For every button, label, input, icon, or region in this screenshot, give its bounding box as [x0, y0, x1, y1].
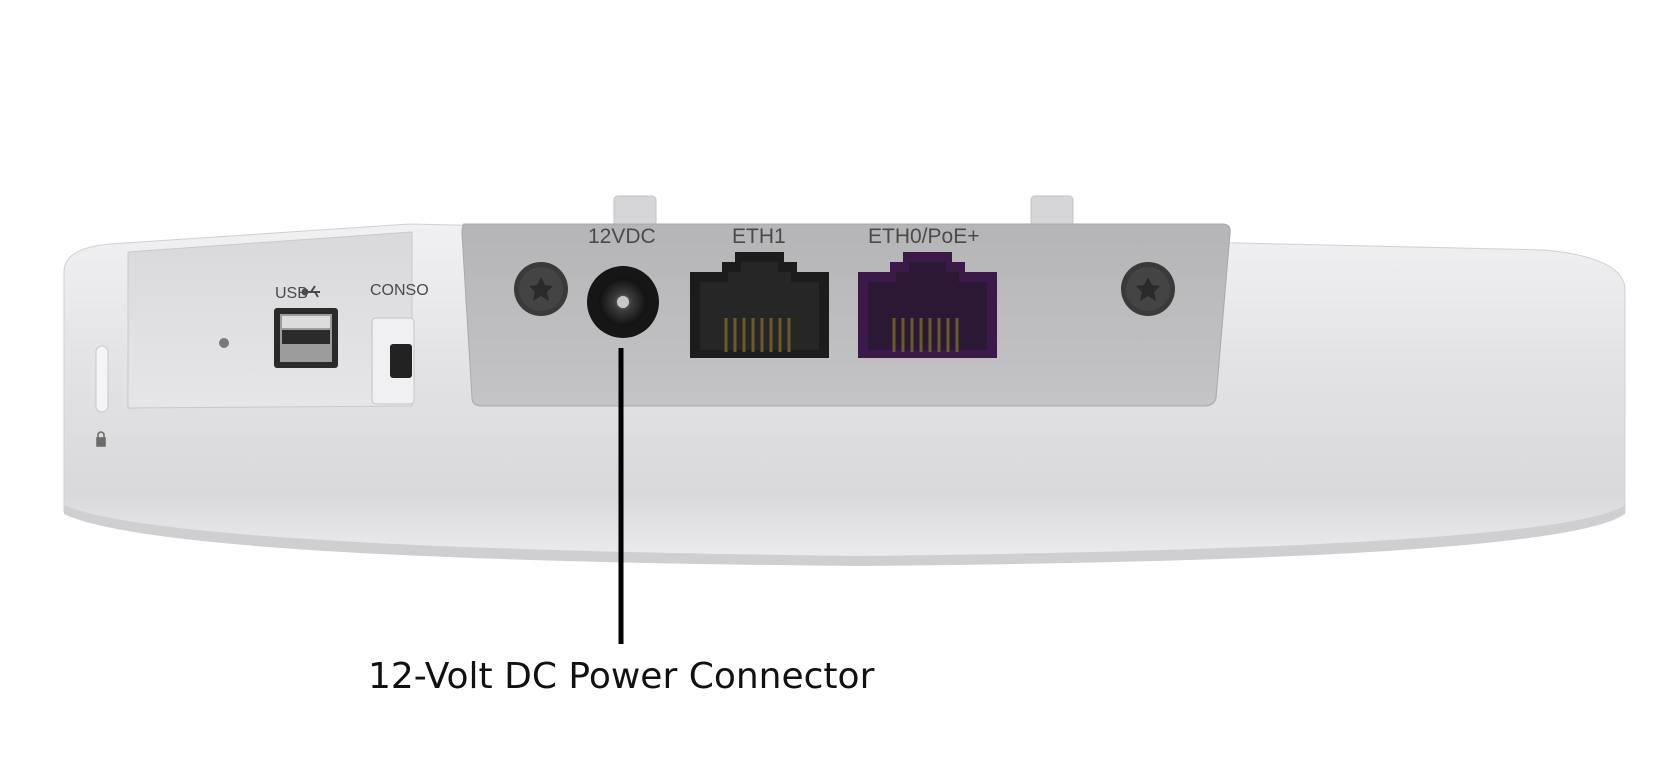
security-slot	[95, 345, 109, 413]
left-port-panel	[127, 231, 413, 409]
dc-power-jack	[587, 266, 659, 338]
eth0-poe-port-label: ETH0/PoE+	[868, 225, 979, 248]
screw-icon	[1121, 262, 1175, 316]
eth0-poe-port	[858, 252, 997, 358]
housing-rim	[64, 505, 1625, 566]
console-label: CONSO	[370, 282, 429, 299]
usb-icon	[301, 285, 320, 298]
usb-port	[274, 308, 338, 368]
eth1-port	[690, 252, 829, 358]
console-port	[371, 317, 415, 405]
reset-pinhole	[219, 338, 229, 348]
mounting-tab-right	[1030, 195, 1074, 227]
eth1-port-label: ETH1	[732, 225, 786, 248]
main-port-panel	[461, 223, 1231, 407]
callout-label: 12-Volt DC Power Connector	[368, 656, 875, 697]
screw-icon	[514, 262, 568, 316]
lock-icon	[96, 431, 106, 447]
mounting-tab-left	[613, 195, 657, 227]
usb-label: USB	[275, 285, 308, 302]
power-port-label: 12VDC	[588, 225, 656, 248]
